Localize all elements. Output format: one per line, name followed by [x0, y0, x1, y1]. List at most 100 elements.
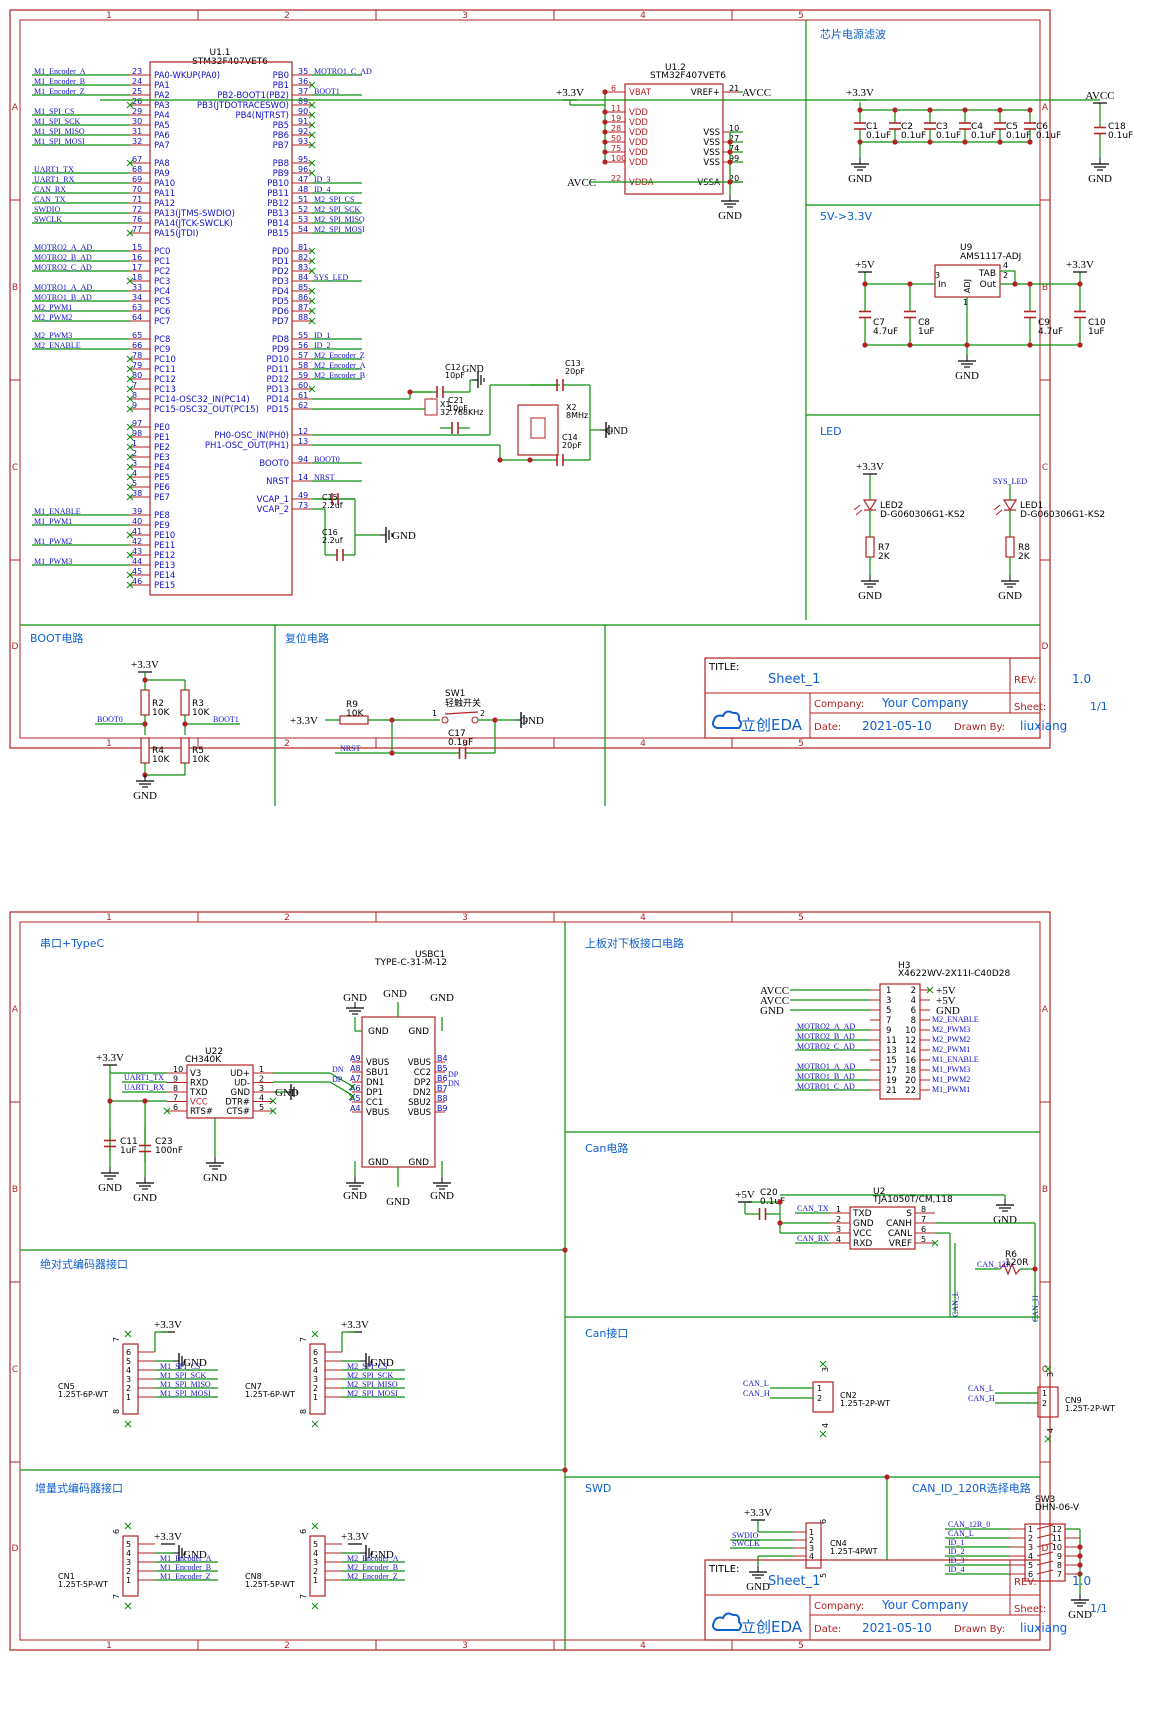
pin-number: 66: [132, 341, 142, 350]
net-label: SWDIO: [34, 205, 60, 214]
net-label: MOTRO1_A_AD: [34, 283, 92, 292]
pin-number: 18: [132, 273, 142, 282]
pin-name: PD0: [272, 247, 289, 257]
drawn-by-value: liuxiang: [1020, 719, 1067, 733]
net-label: AVCC: [760, 995, 789, 1007]
grid-row-label: D: [1042, 642, 1049, 652]
ref-designator: C9: [1038, 318, 1050, 328]
pin-name: PA1: [154, 81, 170, 91]
resistor: [1005, 536, 1015, 558]
pin-number: 3: [313, 1558, 318, 1567]
pin-number: 3: [821, 1367, 830, 1372]
net-label: GND: [760, 1005, 784, 1017]
net-label: M1_Encoder_B: [160, 1563, 211, 1572]
pin-name: In: [938, 280, 946, 290]
value: 1uF: [918, 327, 935, 337]
value: 0.1uF: [901, 131, 926, 141]
pin-number: 70: [132, 185, 142, 194]
pin-name: PA14(JTCK-SWCLK): [154, 219, 233, 229]
net-label: UART1_RX: [124, 1083, 165, 1092]
net-label: UART1_TX: [34, 165, 74, 174]
pin-name: CC1: [366, 1098, 383, 1108]
junction-dot: [907, 281, 913, 287]
pin-name: PC11: [154, 365, 176, 375]
ref-designator: LED1: [1020, 501, 1043, 511]
pin-name: PC2: [154, 267, 170, 277]
pin-name: PE15: [154, 581, 175, 591]
pin-number: 3: [132, 459, 137, 468]
gnd-label: GND: [370, 1357, 394, 1369]
ref-designator: CN7: [245, 1382, 262, 1391]
pin-number: 7: [886, 1016, 891, 1026]
net-label: M1_PWM3: [932, 1065, 970, 1074]
junction-dot: [927, 107, 933, 113]
wire: [126, 405, 134, 413]
pin-name: PD3: [272, 277, 289, 287]
ref-designator: C17: [448, 729, 466, 739]
ic-body: [149, 61, 293, 596]
pin-number: 15: [886, 1056, 897, 1066]
pin-name: PD12: [267, 375, 290, 385]
pin-number: 6: [921, 1225, 926, 1234]
ref-designator: CN5: [58, 1382, 75, 1391]
section-title: 5V->3.3V: [820, 210, 873, 223]
ic-body: [849, 1206, 916, 1250]
ref-designator: U2: [873, 1187, 885, 1197]
pin-name: PC13: [154, 385, 176, 395]
connector-body: [309, 1535, 326, 1597]
pin-number: 5: [819, 1573, 828, 1578]
gnd-label: GND: [1068, 1609, 1092, 1621]
junction-dot: [1077, 1544, 1083, 1550]
pin-number: 17: [132, 263, 142, 272]
pin-number: 24: [132, 77, 142, 86]
pin-number: 37: [298, 87, 308, 96]
net-label: ID_1: [948, 1538, 964, 1547]
wire: [311, 1602, 319, 1610]
pin-number: 100: [611, 154, 626, 163]
wire: [126, 581, 134, 589]
pin-number: 10: [173, 1065, 183, 1074]
pin-name: PC12: [154, 375, 176, 385]
gnd-label: GND: [343, 992, 367, 1004]
value: 4.7uF: [1038, 327, 1063, 337]
pin-number: 6: [126, 1348, 131, 1357]
inner-border: [19, 19, 1041, 739]
power-label: +3.3V: [154, 1319, 182, 1331]
value: 8MHz: [566, 411, 588, 420]
pin-number: 34: [132, 293, 142, 302]
grid-row-label: A: [12, 1005, 19, 1015]
value: 2K: [1018, 552, 1031, 562]
part-number: D-G060306G1-KS2: [1020, 510, 1105, 520]
wire: [124, 1602, 132, 1610]
pin-number: 63: [132, 303, 142, 312]
pin-number: 4: [1028, 1552, 1033, 1561]
ref-designator: C1: [866, 122, 878, 132]
gnd-label: GND: [848, 173, 872, 185]
wire: [308, 111, 316, 119]
gnd-label: GND: [955, 370, 979, 382]
pin-name: PB5: [273, 121, 289, 131]
junction-dot: [962, 139, 968, 145]
pin-name: PD14: [267, 395, 290, 405]
wire: [163, 1107, 171, 1115]
pin-number: 46: [132, 577, 142, 586]
junction-dot: [777, 1199, 783, 1205]
value: 0.1uF: [866, 131, 891, 141]
grid-col-label: 1: [106, 913, 112, 923]
company-label: Company:: [814, 1601, 864, 1612]
pin-number: 1: [809, 1528, 814, 1537]
part-number: 1.25T-4PWT: [830, 1547, 878, 1556]
grid-col-label: 1: [106, 739, 112, 749]
pin-number: 6: [611, 84, 616, 93]
pin-number: 6: [819, 1519, 828, 1524]
pin-number: 3: [313, 1375, 318, 1384]
net-label: NRST: [314, 473, 335, 482]
junction-dot: [492, 717, 498, 723]
pin-number: 3: [126, 1375, 131, 1384]
pin-name: PD13: [267, 385, 290, 395]
pin-number: A9: [350, 1054, 361, 1063]
pin-number: 3: [1046, 1372, 1055, 1377]
pin-number: 62: [298, 401, 308, 410]
